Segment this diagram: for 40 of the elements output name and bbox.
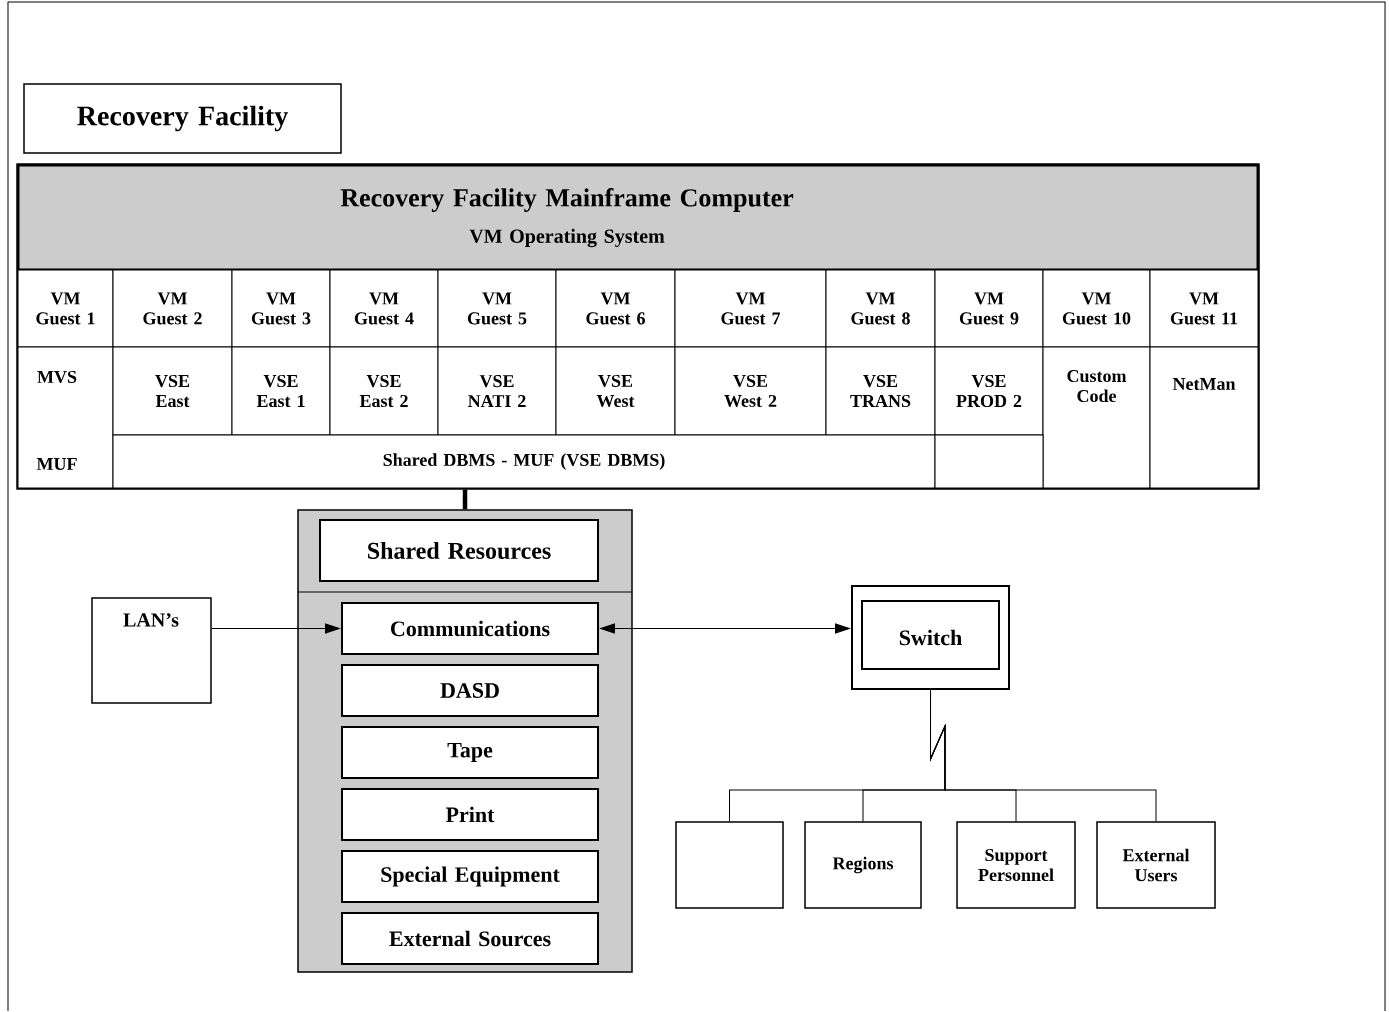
- table-cell: VM Guest 10: [1042, 269, 1151, 348]
- table-cell: VSE East: [112, 346, 233, 436]
- table-cell: VSE East 1: [231, 346, 331, 436]
- resource-heading-box: Shared Resources: [319, 519, 599, 582]
- destination-box: [675, 821, 784, 909]
- table-cell: VM Guest 6: [555, 269, 676, 348]
- title-box: Recovery Facility: [23, 83, 342, 154]
- resource-box: Print: [341, 788, 599, 841]
- table-cell: VM Guest 9: [934, 269, 1044, 348]
- connector: [462, 489, 468, 510]
- table-cell: VM Guest 4: [329, 269, 439, 348]
- table-cell: VM Guest 5: [437, 269, 557, 348]
- table-cell: [934, 434, 1044, 489]
- table-cell: VM Guest 7: [674, 269, 827, 348]
- connector: [600, 623, 850, 634]
- table-cell: VSE West: [555, 346, 676, 436]
- table-cell: VM Guest 1: [17, 269, 114, 348]
- resource-box: Special Equipment: [341, 850, 599, 903]
- resource-box: DASD: [341, 664, 599, 717]
- connector: [930, 689, 1157, 822]
- connector: [211, 623, 340, 634]
- table-cell: VM Guest 2: [112, 269, 233, 348]
- destination-box: Regions: [804, 821, 922, 909]
- switch-box: Switch: [851, 585, 1010, 690]
- lan-box: LAN’s: [91, 597, 212, 704]
- destination-box: Support Personnel: [956, 821, 1076, 909]
- resource-box: External Sources: [341, 912, 599, 965]
- table-cell: VSE East 2: [329, 346, 439, 436]
- table-cell: VSE West 2: [674, 346, 827, 436]
- table-cell: MVS MUF: [17, 346, 114, 489]
- resource-box: Tape: [341, 726, 599, 779]
- table-cell: VM Guest 11: [1149, 269, 1259, 348]
- destination-box: External Users: [1096, 821, 1216, 909]
- table-cell: VSE TRANS: [825, 346, 936, 436]
- table-cell: NetMan: [1149, 346, 1259, 489]
- table-cell: VM Guest 3: [231, 269, 331, 348]
- table-cell: VSE PROD 2: [934, 346, 1044, 436]
- table-cell: VM Guest 8: [825, 269, 936, 348]
- resource-box: Communications: [341, 602, 599, 655]
- table-cell: VSE NATI 2: [437, 346, 557, 436]
